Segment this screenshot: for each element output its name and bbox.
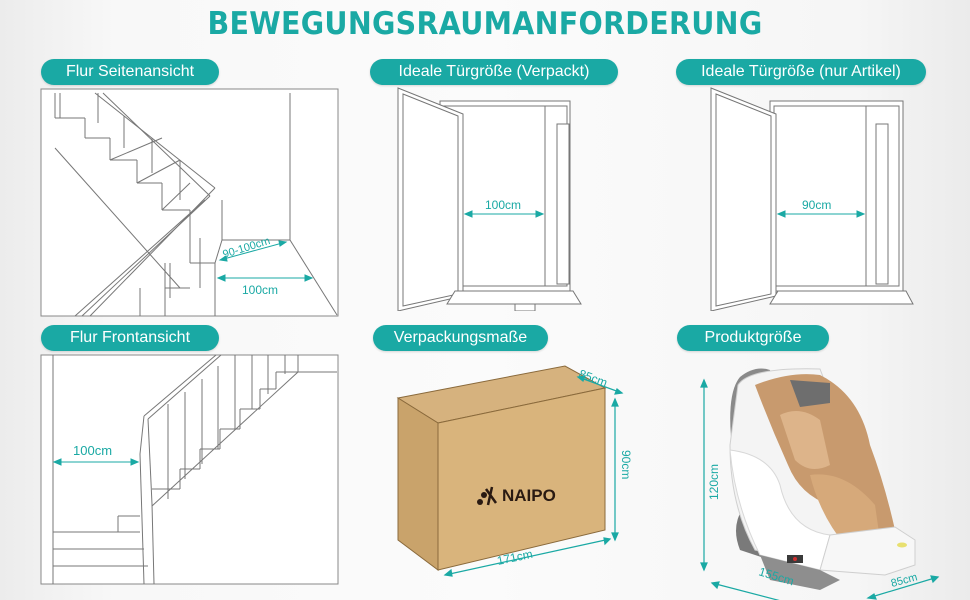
dim-height-label: 90cm <box>619 450 633 479</box>
page-title: BEWEGUNGSRAUMANFORDERUNG <box>207 6 763 42</box>
door-article-diagram: 90cm <box>708 86 918 311</box>
label-tuer-verpackt: Ideale Türgröße (Verpackt) <box>370 59 618 85</box>
label-flur-frontansicht: Flur Frontansicht <box>41 325 219 351</box>
stair-front-view-diagram: 100cm <box>40 354 340 586</box>
label-verpackung: Verpackungsmaße <box>373 325 548 351</box>
brand-label: NAIPO <box>502 486 556 505</box>
dim-width-label: 100cm <box>242 283 278 297</box>
label-tuer-artikel: Ideale Türgröße (nur Artikel) <box>676 59 926 85</box>
stair-side-view-diagram: 90-100cm 100cm <box>40 88 340 318</box>
naipo-logo-icon <box>477 486 498 506</box>
door-packed-diagram: 100cm <box>395 86 605 311</box>
dim-height-label: 120cm <box>707 464 721 500</box>
dim-width-label: 100cm <box>73 443 112 458</box>
dim-width-label: 100cm <box>485 198 521 212</box>
massage-chair-image <box>729 368 916 590</box>
massage-chair-diagram: 120cm 155cm 85cm <box>670 355 970 600</box>
dim-width-label: 90cm <box>802 198 831 212</box>
package-box-diagram: NAIPO 85cm 90cm 171cm <box>390 365 640 585</box>
label-flur-seitenansicht: Flur Seitenansicht <box>41 59 219 85</box>
label-produkt: Produktgröße <box>677 325 829 351</box>
